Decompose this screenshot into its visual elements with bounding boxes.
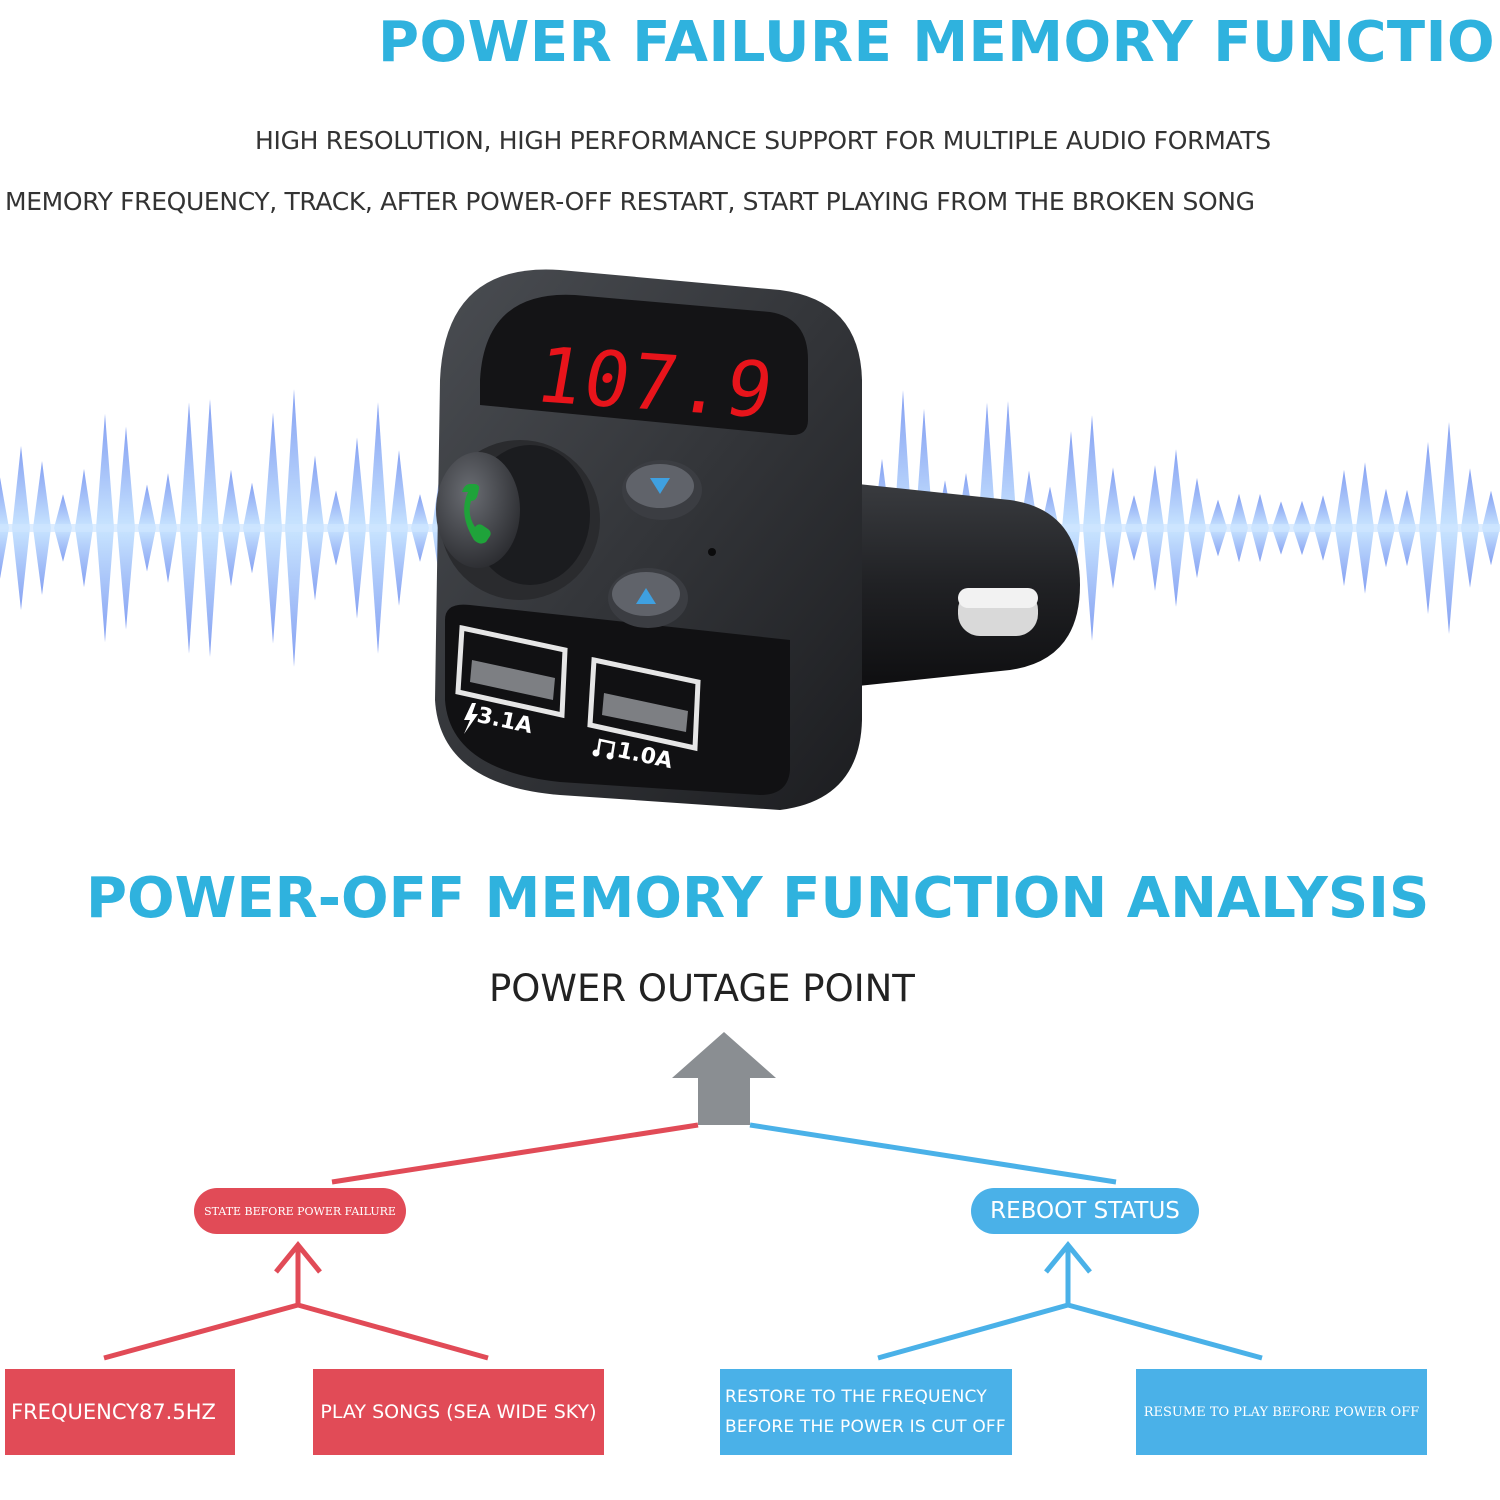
volume-knob xyxy=(436,440,600,600)
state-before-power-failure-pill: STATE BEFORE POWER FAILURE xyxy=(194,1188,406,1234)
usb-port-right xyxy=(587,656,701,752)
product-illustration xyxy=(0,269,1500,810)
track-up-button xyxy=(622,460,702,520)
play-songs-box: PLAY SONGS (SEA WIDE SKY) xyxy=(313,1369,604,1455)
red-up-arrow xyxy=(103,1241,489,1361)
reboot-status-pill: REBOOT STATUS xyxy=(971,1188,1199,1234)
music-note-icon xyxy=(592,738,616,760)
main-title: POWER FAILURE MEMORY FUNCTION xyxy=(378,10,1500,75)
resume-play-box: RESUME TO PLAY BEFORE POWER OFF xyxy=(1136,1369,1427,1455)
usb-port-left xyxy=(455,624,568,719)
phone-icon xyxy=(462,484,491,544)
frequency-box: FREQUENCY87.5HZ xyxy=(5,1369,235,1455)
car-charger-plug xyxy=(820,480,1080,690)
blue-branch-line xyxy=(749,1122,1117,1185)
restore-frequency-box: RESTORE TO THE FREQUENCY BEFORE THE POWE… xyxy=(720,1369,1012,1455)
power-outage-point-label: POWER OUTAGE POINT xyxy=(489,967,915,1010)
restore-frequency-text: RESTORE TO THE FREQUENCY BEFORE THE POWE… xyxy=(725,1387,1006,1437)
blue-up-arrow xyxy=(877,1241,1263,1361)
analysis-title: POWER-OFF MEMORY FUNCTION ANALYSIS xyxy=(86,866,1430,931)
red-branch-line xyxy=(331,1122,699,1185)
microphone-hole xyxy=(708,548,716,556)
subtitle-line-2: MEMORY FREQUENCY, TRACK, AFTER POWER-OFF… xyxy=(5,187,1255,216)
subtitle-line-1: HIGH RESOLUTION, HIGH PERFORMANCE SUPPOR… xyxy=(255,126,1271,155)
gray-up-arrow xyxy=(672,1032,776,1125)
track-down-button xyxy=(608,568,688,628)
lightning-icon xyxy=(464,703,478,734)
